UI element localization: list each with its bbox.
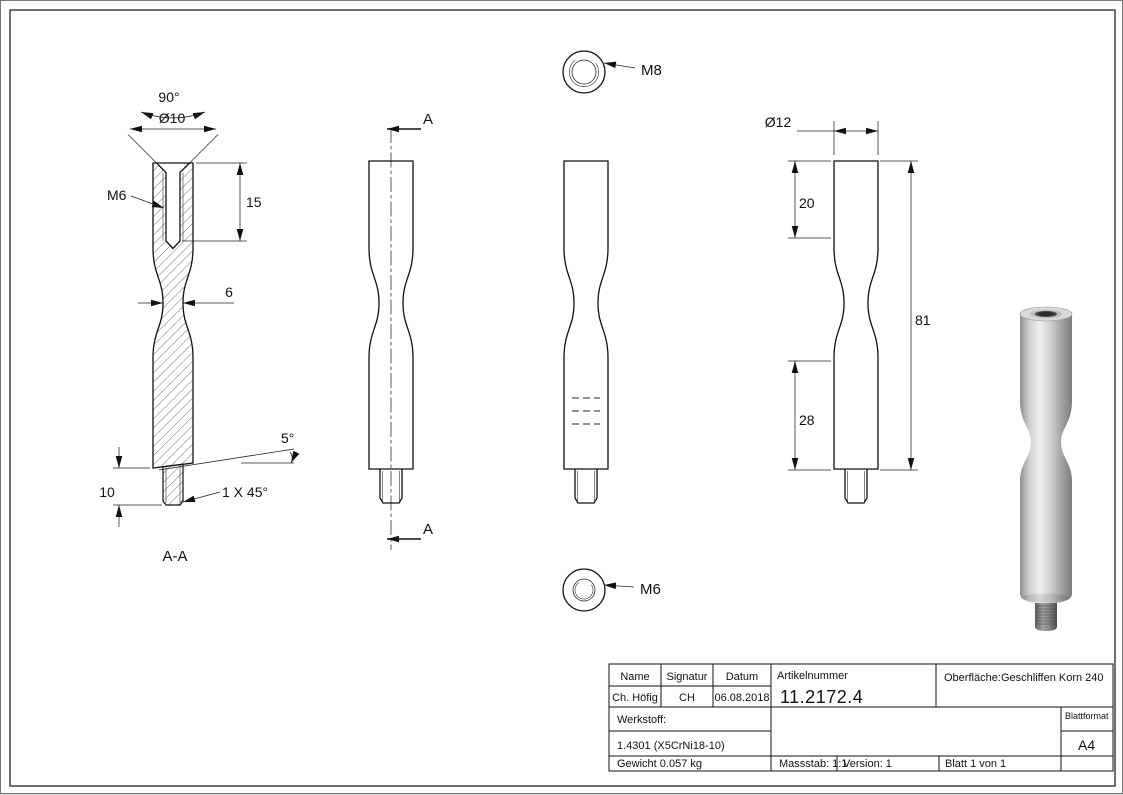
end-view-top: M8 xyxy=(562,50,662,94)
cone-line xyxy=(189,134,219,164)
dim-dia12-label: Ø12 xyxy=(765,114,792,130)
name-header: Name xyxy=(620,671,649,683)
oberflaeche-value: Geschliffen Korn 240 xyxy=(1001,672,1104,684)
render-hole-inner xyxy=(1038,311,1054,317)
section-stud xyxy=(162,463,184,506)
dim-28: 28 xyxy=(788,360,831,471)
signatur-header: Signatur xyxy=(667,671,708,683)
dim-view-stud xyxy=(844,469,868,504)
version-value: Version: 1 xyxy=(843,758,892,770)
dim-81: 81 xyxy=(880,160,931,471)
massstab-value: Massstab: 1:1 xyxy=(779,758,847,770)
front-view-stud xyxy=(574,469,598,504)
callout-chamfer: 1 X 45° xyxy=(182,484,268,503)
cut-view-stud xyxy=(379,469,403,504)
werkstoff-label: Werkstoff: xyxy=(617,714,666,726)
oberflaeche-label: Oberfläche: xyxy=(944,672,1001,684)
name-value: Ch. Höfig xyxy=(612,692,658,704)
blattformat-label: Blattformat xyxy=(1065,711,1109,721)
m6-hole-label: M6 xyxy=(107,187,127,203)
section-body xyxy=(152,162,194,469)
dim-dia12: Ø12 xyxy=(765,114,879,155)
render-body xyxy=(1020,314,1072,631)
dim-waist: 6 xyxy=(138,284,234,307)
blatt-value: Blatt 1 von 1 xyxy=(945,758,1006,770)
dim-countersink-angle: 90° xyxy=(140,89,206,120)
dim-dia10-label: Ø10 xyxy=(159,110,186,126)
section-view-group: 90° Ø10 M6 15 6 5° xyxy=(99,89,300,565)
dim-28-label: 28 xyxy=(799,412,815,428)
hidden-view-group: M8 M6 xyxy=(562,50,662,612)
artikelnummer-value: 11.2172.4 xyxy=(780,687,863,707)
section-label: A-A xyxy=(162,548,187,565)
dim-6-label: 6 xyxy=(225,284,233,300)
title-block-border xyxy=(608,663,1114,772)
dim-81-label: 81 xyxy=(915,312,931,328)
dim-5deg-label: 5° xyxy=(281,430,294,446)
cut-arrow-top: A xyxy=(387,111,433,133)
cone-line xyxy=(127,134,157,164)
dim-countersink-dia: Ø10 xyxy=(130,110,216,133)
render-stud xyxy=(1035,603,1057,631)
dim-20: 20 xyxy=(788,160,831,239)
cut-view-group: A A xyxy=(368,111,433,550)
dim-stud-length: 10 xyxy=(99,447,162,527)
cut-view-body xyxy=(368,160,414,470)
gewicht-value: Gewicht 0.057 kg xyxy=(617,758,702,770)
blattformat-value: A4 xyxy=(1078,737,1095,753)
title-block: Name Signatur Datum Ch. Höfig CH 06.08.2… xyxy=(608,663,1114,772)
chamfer-label: 1 X 45° xyxy=(222,484,268,500)
dimension-view-group: Ø12 20 28 81 xyxy=(765,114,931,504)
dim-90-label: 90° xyxy=(158,89,179,105)
front-view-body xyxy=(563,160,609,470)
artikelnummer-label: Artikelnummer xyxy=(777,670,848,682)
datum-value: 06.08.2018 xyxy=(714,692,769,704)
render-stud-threads xyxy=(1036,605,1056,625)
end-view-bottom: M6 xyxy=(562,568,661,612)
m6-label: M6 xyxy=(640,581,661,598)
drawing-frame xyxy=(9,9,1116,787)
dim-view-body xyxy=(833,160,879,470)
werkstoff-value: 1.4301 (X5CrNi18-10) xyxy=(617,740,725,752)
dim-20-label: 20 xyxy=(799,195,815,211)
m8-label: M8 xyxy=(641,62,662,79)
dim-10-label: 10 xyxy=(99,484,115,500)
dim-thread-depth: 15 xyxy=(182,162,262,242)
dim-bottom-angle: 5° xyxy=(158,430,300,471)
render-3d xyxy=(1019,306,1073,631)
dim-15-label: 15 xyxy=(246,194,262,210)
callout-m6-hole: M6 xyxy=(107,187,165,209)
signatur-value: CH xyxy=(679,692,695,704)
render-shoulder-shade xyxy=(1021,593,1071,603)
datum-header: Datum xyxy=(726,671,758,683)
cut-arrow-bottom: A xyxy=(387,521,433,543)
cut-arrow-bottom-label: A xyxy=(423,521,433,538)
cut-arrow-top-label: A xyxy=(423,111,433,128)
